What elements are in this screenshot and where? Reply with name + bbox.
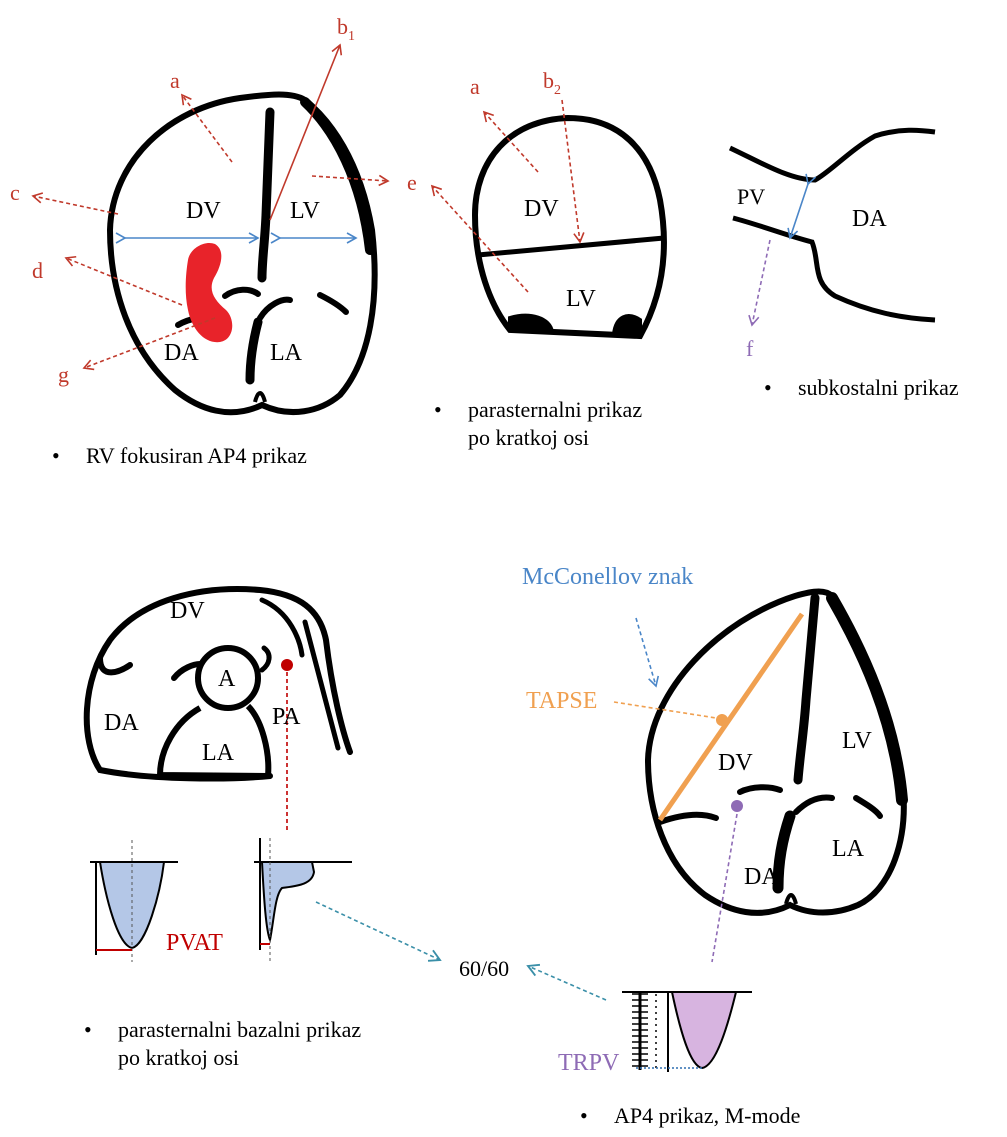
label-c: c — [10, 180, 20, 205]
chamber-da: DA — [164, 340, 199, 366]
psax-papillary-left — [510, 316, 552, 332]
doppler-notched — [254, 838, 352, 962]
arrow-e — [432, 186, 528, 292]
ap4-lateral-thick — [832, 598, 902, 800]
caption-panel5: •AP4 prikaz, M-mode — [580, 1102, 800, 1130]
arrow-a2 — [484, 112, 538, 172]
label-a: a — [170, 68, 180, 93]
caption-panel3: •subkostalni prikaz — [764, 374, 959, 402]
ap4-la-wall — [778, 816, 790, 888]
panel-parasternal-short-axis: a b2 DV LV — [432, 68, 664, 336]
chamber-da-basal: DA — [104, 710, 139, 736]
panel-parasternal-basal: DV A DA LA PA PVAT — [87, 589, 352, 962]
bullet: • — [52, 442, 86, 470]
chamber-la: LA — [270, 340, 303, 366]
mcconell-arrow — [636, 618, 656, 686]
ratio-label: 60/60 — [459, 956, 509, 981]
bullet: • — [764, 374, 798, 402]
psax-septum — [478, 238, 664, 255]
chamber-dv-psax: DV — [524, 196, 559, 222]
label-g: g — [58, 362, 69, 387]
doppler1-envelope — [100, 862, 164, 948]
trpv-label: TRPV — [558, 1050, 620, 1076]
ap4-mv-right — [856, 798, 880, 816]
subcostal-upper-wall — [730, 130, 935, 180]
bullet: • — [84, 1016, 118, 1044]
panel-subcostal: PV DA f — [730, 130, 935, 361]
arrow-d — [66, 258, 182, 305]
trpv-doppler — [622, 992, 752, 1072]
ap4-tv-left — [660, 815, 716, 822]
psax-papillary-right — [614, 316, 640, 336]
label-pv: PV — [737, 184, 765, 209]
chamber-lv-ap4: LV — [842, 728, 872, 754]
label-e: e — [407, 170, 417, 195]
tapse-label: TAPSE — [526, 688, 597, 714]
septum — [262, 112, 270, 278]
caption-line2: po kratkoj osi — [84, 1044, 361, 1072]
label-da-subcostal: DA — [852, 206, 887, 232]
caption-panel1: •RV fokusiran AP4 prikaz — [52, 442, 307, 470]
chamber-dv: DV — [186, 198, 221, 224]
trpv-line — [712, 814, 737, 962]
panel-ap4-mmode: TAPSE McConellov znak DV LV DA LA — [522, 564, 904, 1076]
trpv-dot — [731, 800, 743, 812]
pa-sample-dot — [281, 659, 293, 671]
chamber-dv-basal: DV — [170, 598, 205, 624]
caption-panel4: •parasternalni bazalni prikaz po kratkoj… — [84, 1016, 361, 1072]
tapse-dot — [716, 714, 728, 726]
pulm-valve-stub — [262, 648, 269, 670]
ap4-tv-right — [740, 787, 780, 792]
label-b1: b1 — [337, 14, 355, 44]
notch-bottom — [255, 393, 265, 402]
caption-text: AP4 prikaz, M-mode — [614, 1103, 800, 1128]
mitral-leaflet-right — [320, 295, 346, 312]
arrow-c — [33, 196, 118, 214]
chamber-la-ap4: LA — [832, 836, 865, 862]
caption-text: subkostalni prikaz — [798, 375, 959, 400]
doppler-normal — [90, 840, 178, 962]
la-septum — [250, 322, 258, 380]
label-a2: a — [470, 74, 480, 99]
trpv-envelope — [672, 992, 736, 1068]
basal-inner-wall — [262, 600, 302, 655]
tricuspid-left-stub — [100, 658, 130, 672]
caption-line2: po kratkoj osi — [434, 424, 642, 452]
arrow-to-ratio-left — [316, 902, 440, 960]
chamber-pa: PA — [272, 704, 301, 730]
label-b2: b2 — [543, 68, 561, 98]
caption-line1: parasternalni bazalni prikaz — [118, 1017, 361, 1042]
label-f: f — [746, 336, 754, 361]
chamber-a: A — [218, 666, 236, 692]
chamber-la-basal: LA — [202, 740, 235, 766]
arrow-to-ratio-right — [528, 966, 606, 1000]
mitral-leaflet-left — [260, 300, 290, 318]
pvat-label: PVAT — [166, 930, 223, 956]
panel-rv-focused-ap4: a b1 c d e g DV LV DA LA — [10, 14, 417, 412]
chamber-lv: LV — [290, 198, 320, 224]
bullet: • — [580, 1102, 614, 1130]
bullet: • — [434, 396, 468, 424]
label-d: d — [32, 258, 43, 283]
caption-line1: parasternalni prikaz — [468, 397, 642, 422]
arrow-f — [752, 240, 770, 325]
caption-text: RV fokusiran AP4 prikaz — [86, 443, 307, 468]
pv-diameter-arrow — [790, 184, 808, 238]
caption-panel2: •parasternalni prikaz po kratkoj osi — [434, 396, 642, 452]
ap4-septum — [798, 598, 815, 780]
chamber-lv-psax: LV — [566, 286, 596, 312]
tricuspid-leaflet-right — [225, 290, 258, 296]
mcconell-label: McConellov znak — [522, 564, 693, 590]
chamber-da-ap4: DA — [744, 864, 779, 890]
ap4-mv-left — [796, 798, 832, 812]
chamber-dv-ap4: DV — [718, 750, 753, 776]
